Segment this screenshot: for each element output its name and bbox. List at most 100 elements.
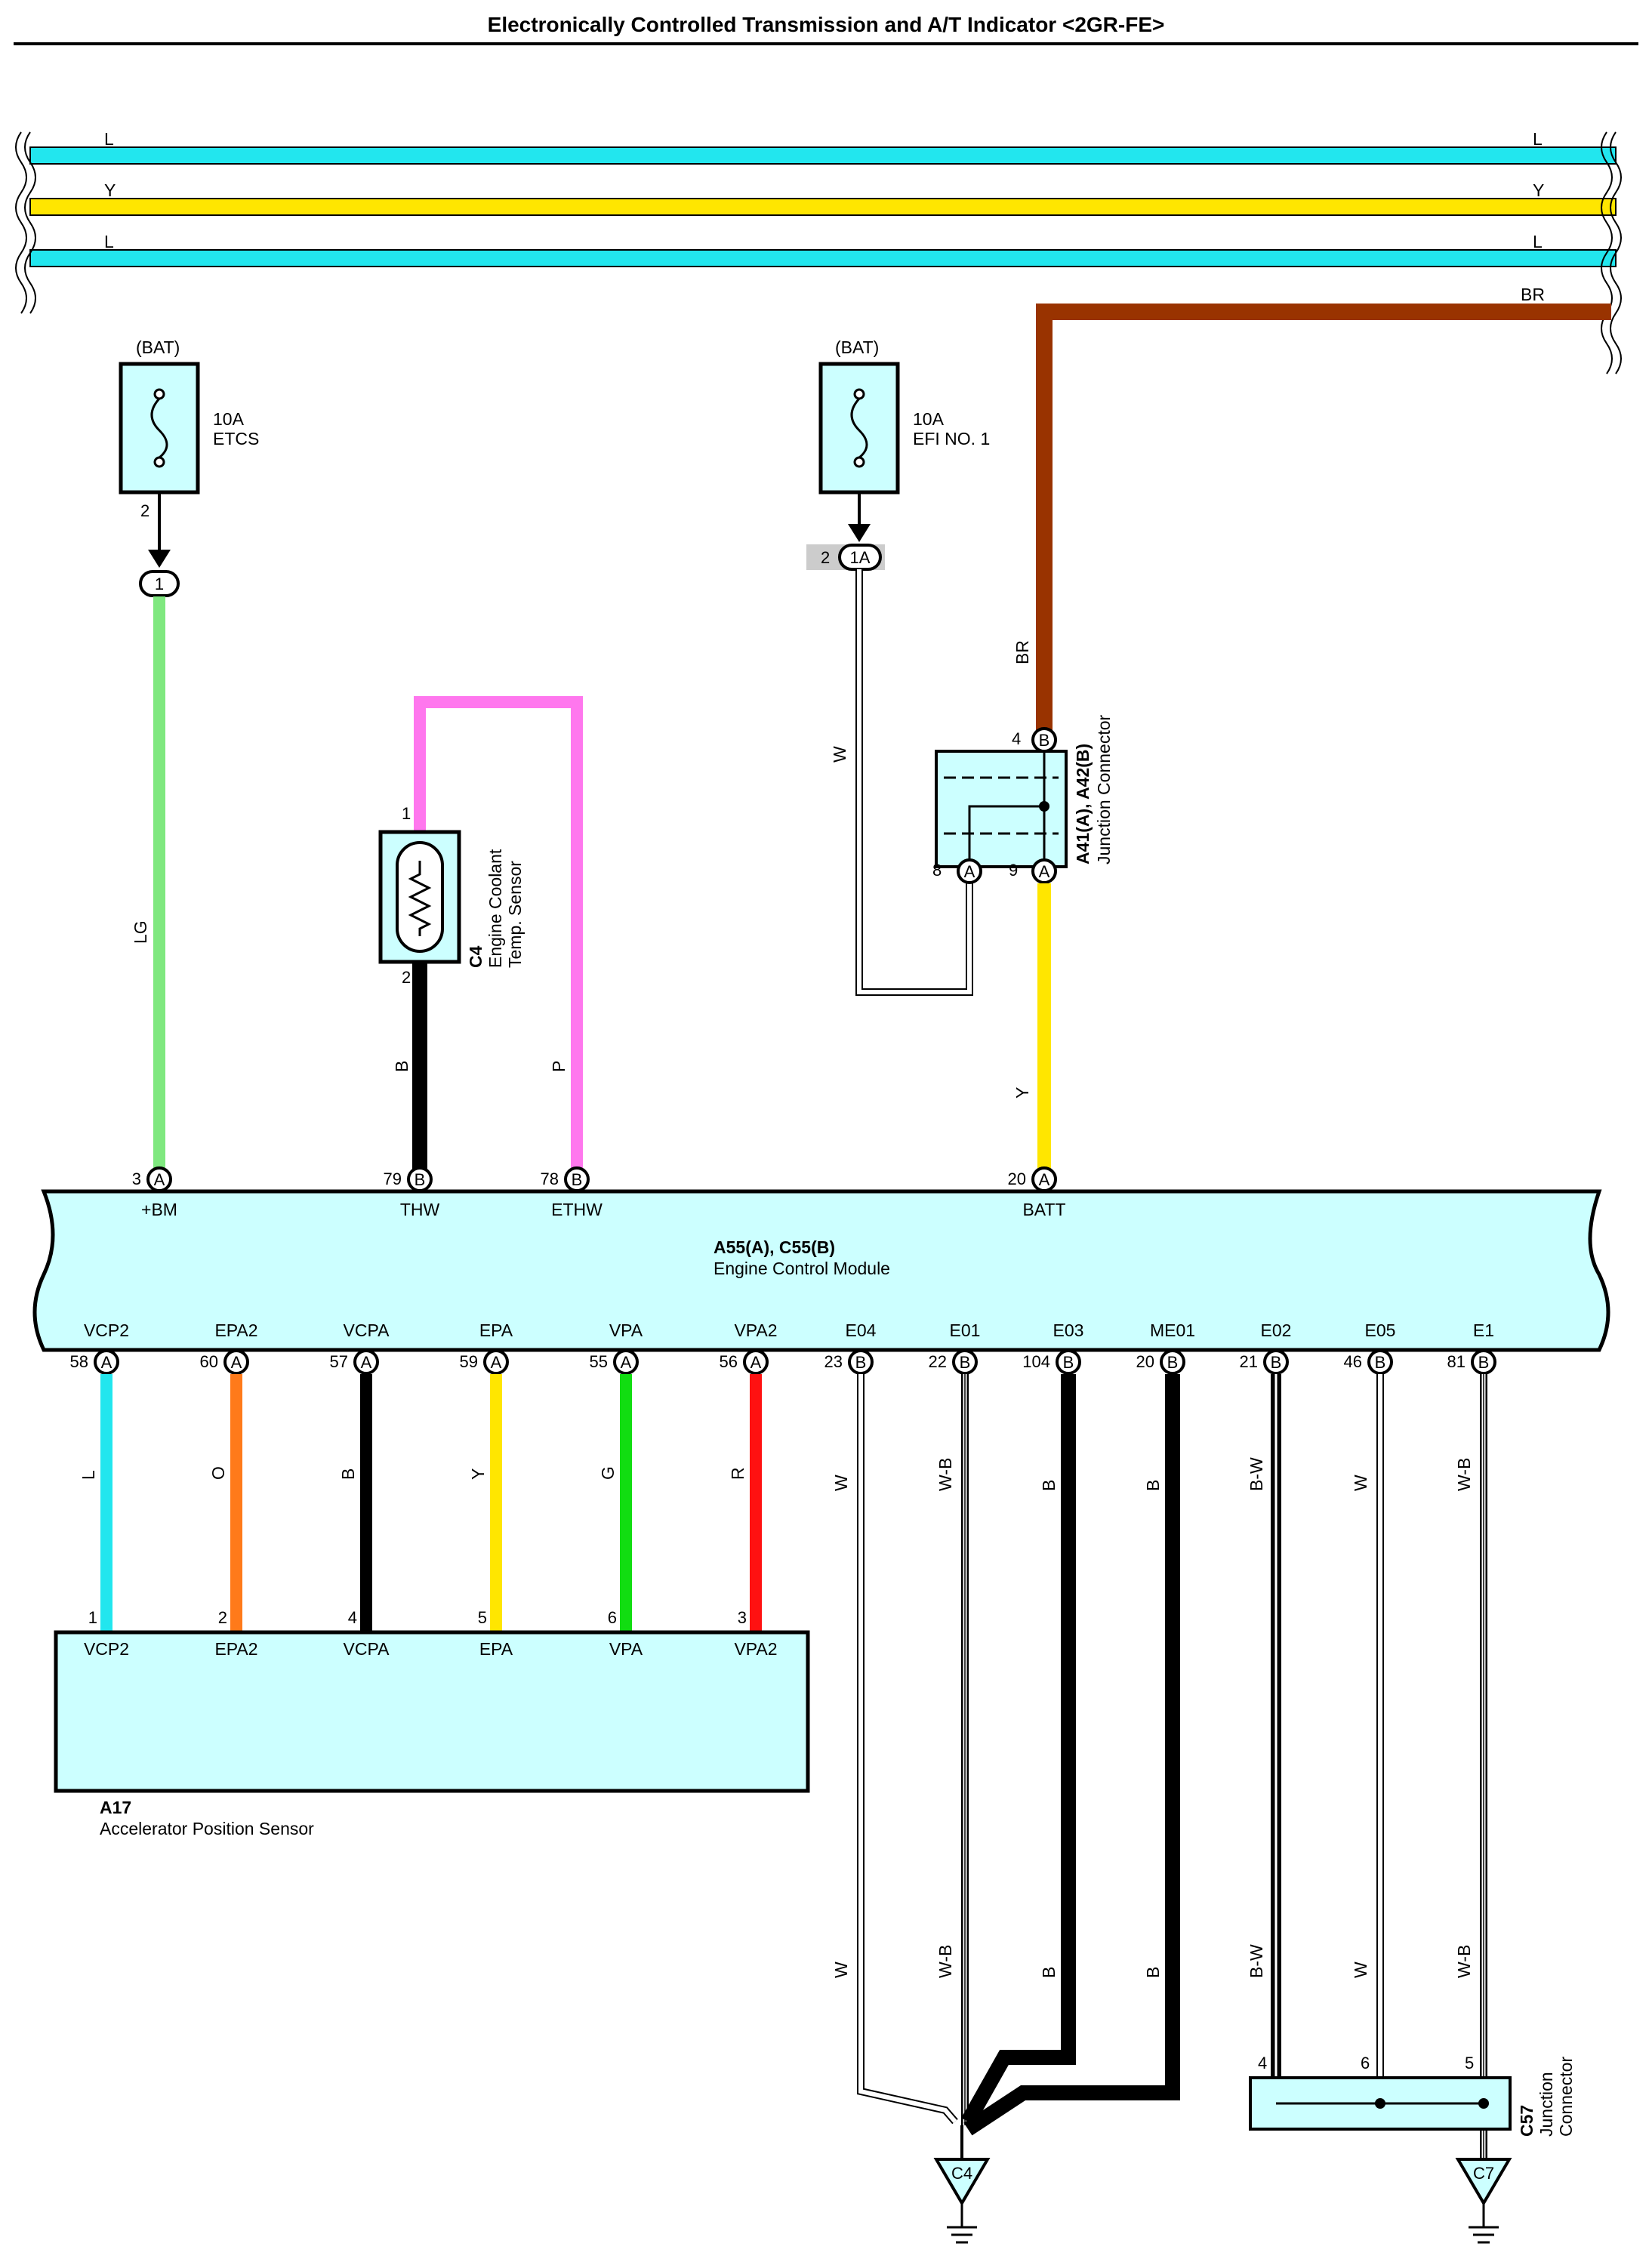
ecm-top-pin	[146, 1166, 172, 1192]
ground-wire-label: B	[1143, 1967, 1163, 1978]
ecm-top-pin-num: 78	[541, 1169, 559, 1188]
wire-b-e03	[961, 1374, 1076, 2125]
ecm-bottom-pin-num: 57	[330, 1352, 348, 1371]
ground-wire-label: W-B	[935, 1945, 955, 1978]
ecm-bottom-pin	[1056, 1349, 1081, 1375]
ecm-top-pin-signal: THW	[400, 1200, 440, 1219]
splice-etcs-label: 1	[155, 575, 164, 593]
bus-line-l-2	[29, 249, 1617, 267]
c57-name: Junction	[1536, 2072, 1556, 2137]
fuse-etcs-rating: 10A	[213, 409, 245, 429]
ecm-bottom-pin-num: 55	[590, 1352, 608, 1371]
fuse-efi-rating: 10A	[913, 409, 945, 429]
ecm-bottom-pin-num: 23	[824, 1352, 843, 1371]
ecm-bottom-pin-signal: VPA	[609, 1320, 643, 1340]
ground-wire-label: W-B	[935, 1458, 955, 1491]
ecm-bottom-pin-conn: B	[1063, 1353, 1074, 1372]
ground-c7: C7	[1455, 2158, 1512, 2244]
wire-br	[1036, 304, 1611, 738]
wire-accel-label: L	[79, 1470, 98, 1480]
ecm-bottom-pin-num: 46	[1344, 1352, 1362, 1371]
wire-lg-label: LG	[131, 920, 150, 944]
jc-a41-code: A41(A), A42(B)	[1073, 744, 1093, 864]
bus3-label-right: L	[1533, 232, 1543, 251]
a17-pin-signal: VPA2	[734, 1639, 777, 1659]
ecm-bottom-pin-num: 56	[720, 1352, 738, 1371]
c4-pin-top: 1	[402, 804, 411, 823]
ecm-top-pin-conn: B	[572, 1170, 583, 1189]
jc-a41-pin4-conn: B	[1039, 731, 1050, 750]
ground-wire-label: W-B	[1454, 1945, 1474, 1978]
ecm-bottom-pin-conn: B	[855, 1353, 867, 1372]
a17-pin-num: 2	[218, 1608, 227, 1627]
wire-accel-label: R	[728, 1467, 747, 1480]
c4-resistor-icon	[408, 861, 432, 936]
wire-b-me01	[963, 1374, 1180, 2136]
ecm-bottom-pin-signal: E1	[1473, 1320, 1494, 1340]
wire-w-e04-inner	[858, 1374, 957, 2123]
fuse-efi-box	[818, 362, 900, 495]
wire-br-label-top: BR	[1521, 285, 1545, 304]
fuse-etcs-source: (BAT)	[136, 337, 180, 357]
diagram-title: Electronically Controlled Transmission a…	[488, 13, 1165, 36]
c57-node-1	[1375, 2098, 1385, 2109]
a17-pin-signal: EPA	[479, 1639, 513, 1659]
bus-break-right	[1610, 131, 1622, 374]
fuse-etcs-element	[150, 397, 168, 459]
fuse-efi-term-bot	[853, 456, 865, 468]
jc-a41-name: Junction Connector	[1094, 714, 1114, 864]
ecm-bottom-pin	[743, 1349, 769, 1375]
ground-wire-label: B-W	[1247, 1944, 1266, 1978]
ground-wire-label: W-B	[1454, 1458, 1474, 1491]
c57-code: C57	[1517, 2105, 1536, 2137]
c4-name2: Temp. Sensor	[505, 861, 525, 968]
a17-name: Accelerator Position Sensor	[100, 1819, 314, 1838]
bus3-label-left: L	[104, 232, 114, 251]
ecm-bottom-pin	[952, 1349, 978, 1375]
ecm-bottom-pin	[848, 1349, 874, 1375]
ecm-bottom-pin-signal: VCP2	[84, 1320, 129, 1340]
jc-a41-pin9-conn: A	[1039, 862, 1050, 881]
ecm-bottom-pin-conn: A	[491, 1353, 502, 1372]
ground-wire-label: W	[1351, 1961, 1370, 1978]
ecm-bottom-pin-num: 104	[1022, 1352, 1050, 1371]
fuse-efi-source: (BAT)	[835, 337, 879, 357]
ground-wire-label: W	[831, 1961, 851, 1978]
ecm-bottom-pin-num: 60	[200, 1352, 218, 1371]
ecm-top-pin-num: 20	[1008, 1169, 1026, 1188]
ecm-bottom-pin-num: 58	[70, 1352, 88, 1371]
junction-connector-a41: 4 B 8 A 9 A A41(A), A42(B) Junction Conn…	[932, 714, 1114, 884]
ecm-bottom-pin-signal: E05	[1365, 1320, 1396, 1340]
wire-w-efi-label: W	[830, 746, 849, 763]
ecm-bottom-pin-signal: E02	[1261, 1320, 1292, 1340]
ground-wire-label: B	[1039, 1480, 1059, 1491]
c57-name2: Connector	[1556, 2057, 1576, 2137]
bus-break-left	[24, 131, 36, 314]
fuse-efi-term-top	[853, 388, 865, 400]
fuse-etcs-term-bot	[153, 456, 165, 468]
ecm-bottom-pin-conn: A	[101, 1353, 112, 1372]
ecm-box	[32, 1189, 1610, 1352]
ecm-bottom-pin-conn: B	[1375, 1353, 1386, 1372]
fuse-etcs-term-top	[153, 388, 165, 400]
ecm-bottom-pin-conn: A	[361, 1353, 372, 1372]
a17-code: A17	[100, 1798, 131, 1817]
ecm-bottom-pin-signal: ME01	[1150, 1320, 1195, 1340]
c4-code: C4	[466, 945, 485, 968]
a17-pin-num: 3	[738, 1608, 747, 1627]
ecm-bottom-pin-signal: EPA2	[214, 1320, 257, 1340]
ground-c7-triangle	[1455, 2158, 1512, 2206]
ecm-bottom-pin-signal: E04	[846, 1320, 877, 1340]
fuse-efi-name: EFI NO. 1	[913, 429, 990, 448]
wire-accel-label: O	[208, 1466, 228, 1480]
ecm-top-pin	[1031, 1166, 1057, 1192]
c57-pin-4: 4	[1258, 2054, 1267, 2072]
ecm-top-pin	[407, 1166, 433, 1192]
a17-pin-signal: VCPA	[344, 1639, 390, 1659]
ecm-bottom-pin	[1263, 1349, 1289, 1375]
ecm-top-pin-num: 3	[132, 1169, 141, 1188]
